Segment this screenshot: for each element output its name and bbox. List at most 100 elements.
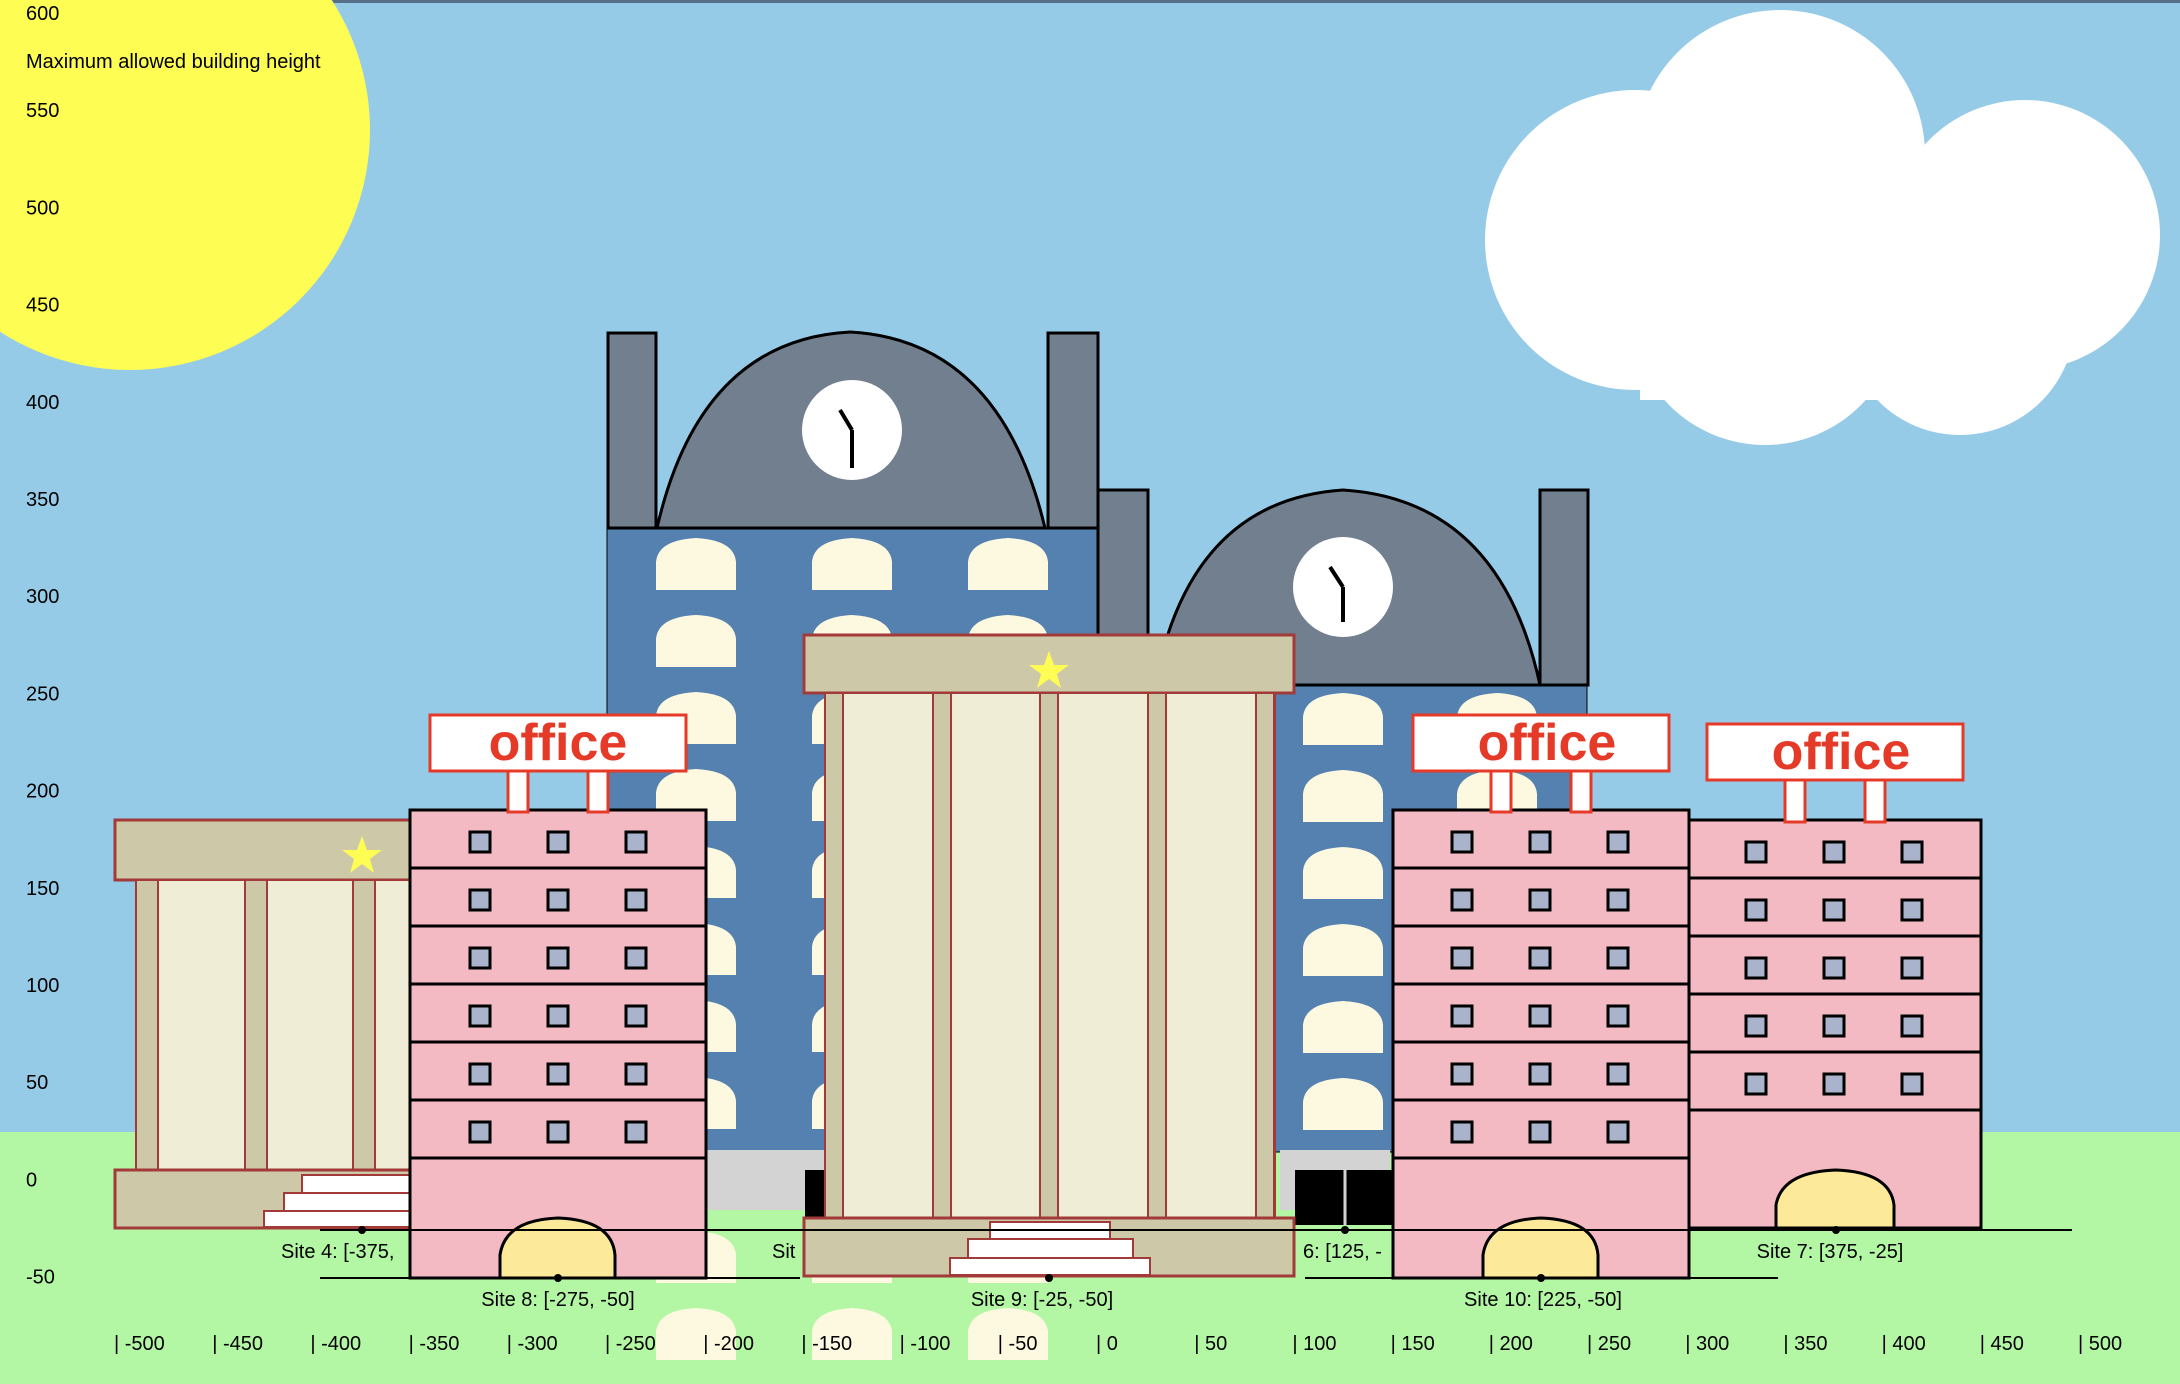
height-tick-label: 500 (26, 197, 59, 219)
position-tick-label: | 200 (1489, 1333, 1533, 1355)
site-label-9: Site 9: [-25, -50] (971, 1289, 1113, 1311)
arched-window (1303, 693, 1383, 745)
office-building-site-8[interactable]: office (408, 713, 708, 1280)
position-tick-label: | -400 (310, 1333, 361, 1355)
office-window (546, 830, 570, 854)
position-tick-label: | -450 (212, 1333, 263, 1355)
height-axis-title: Maximum allowed building height (26, 51, 321, 73)
arched-window (968, 538, 1048, 590)
office-window (1744, 1014, 1768, 1038)
office-window (1528, 830, 1552, 854)
position-tick-label: | 50 (1194, 1333, 1227, 1355)
office-window (468, 946, 492, 970)
sun-icon (0, 0, 370, 370)
civic-hall-site-9[interactable] (802, 633, 1296, 1278)
office-window (468, 1120, 492, 1144)
office-window (624, 1004, 648, 1028)
office-window (624, 888, 648, 912)
site-label-6: 6: [125, - (1303, 1241, 1382, 1263)
height-axis: Maximum allowed building height 60055050… (26, 3, 321, 1289)
site-label-4: Site 4: [-375, (281, 1241, 394, 1263)
office-window (546, 1062, 570, 1086)
office-sign: office (1478, 714, 1617, 772)
position-tick-label: | 150 (1391, 1333, 1435, 1355)
office-window (1528, 1004, 1552, 1028)
office-window (1450, 1120, 1474, 1144)
office-window (1606, 888, 1630, 912)
office-window (624, 1062, 648, 1086)
position-tick-label: | -50 (998, 1333, 1038, 1355)
office-window (624, 946, 648, 970)
office-window (624, 1120, 648, 1144)
office-window (1822, 956, 1846, 980)
office-window (546, 1120, 570, 1144)
top-frame-line (0, 0, 2180, 3)
height-tick-label: 600 (26, 3, 59, 25)
site-label-7: Site 7: [375, -25] (1757, 1241, 1904, 1263)
height-tick-label: 100 (26, 975, 59, 997)
position-tick-label: | -200 (703, 1333, 754, 1355)
office-window (1822, 1014, 1846, 1038)
office-building-site-7[interactable]: office (1687, 722, 1983, 1230)
office-window (468, 1004, 492, 1028)
arched-window (1303, 847, 1383, 899)
arched-window (1303, 924, 1383, 976)
position-tick-label: | 500 (2078, 1333, 2122, 1355)
star-icon (342, 836, 382, 873)
arched-window (656, 1308, 736, 1360)
arched-window (1303, 770, 1383, 822)
office-window (1528, 946, 1552, 970)
position-axis: | -500| -450| -400| -350| -300| -250| -2… (114, 1333, 2122, 1355)
position-tick-label: | -300 (507, 1333, 558, 1355)
position-tick-label: | -350 (409, 1333, 460, 1355)
office-window (1822, 1072, 1846, 1096)
office-sign: office (1772, 723, 1911, 781)
office-window (624, 830, 648, 854)
office-window (1450, 1062, 1474, 1086)
office-window (1606, 830, 1630, 854)
office-window (1900, 956, 1924, 980)
office-window (1450, 830, 1474, 854)
position-tick-label: | -150 (801, 1333, 852, 1355)
office-window (1900, 1072, 1924, 1096)
site-label-8: Site 8: [-275, -50] (481, 1289, 634, 1311)
position-tick-label: | 0 (1096, 1333, 1118, 1355)
clock-icon (1293, 537, 1393, 637)
height-tick-label: -50 (26, 1267, 55, 1289)
office-sign: office (489, 714, 628, 772)
height-tick-label: 250 (26, 683, 59, 705)
height-tick-label: 300 (26, 586, 59, 608)
office-window (1528, 1120, 1552, 1144)
office-window (1744, 840, 1768, 864)
arched-window (1303, 1001, 1383, 1053)
office-window (1450, 888, 1474, 912)
office-building-site-10[interactable]: office (1391, 713, 1691, 1280)
office-window (468, 888, 492, 912)
cloud-icon (1485, 10, 2160, 445)
office-window (468, 830, 492, 854)
arched-window (812, 538, 892, 590)
office-window (1606, 946, 1630, 970)
arched-window (656, 769, 736, 821)
office-window (1744, 956, 1768, 980)
office-window (1606, 1062, 1630, 1086)
position-tick-label: | 350 (1783, 1333, 1827, 1355)
office-window (1528, 1062, 1552, 1086)
arched-window (1303, 1078, 1383, 1130)
civic-hall-site-4[interactable] (113, 818, 437, 1230)
arched-window (656, 538, 736, 590)
position-tick-label: | -100 (900, 1333, 951, 1355)
office-window (546, 946, 570, 970)
site-label-5: Sit (772, 1241, 796, 1263)
office-window (1822, 840, 1846, 864)
office-window (1606, 1120, 1630, 1144)
height-tick-label: 0 (26, 1169, 37, 1191)
office-floors (1689, 840, 1981, 1112)
position-tick-label: | 100 (1292, 1333, 1336, 1355)
star-icon (1029, 651, 1069, 688)
office-window (546, 888, 570, 912)
height-tick-label: 50 (26, 1072, 48, 1094)
office-window (1528, 888, 1552, 912)
site-label-10: Site 10: [225, -50] (1464, 1289, 1622, 1311)
